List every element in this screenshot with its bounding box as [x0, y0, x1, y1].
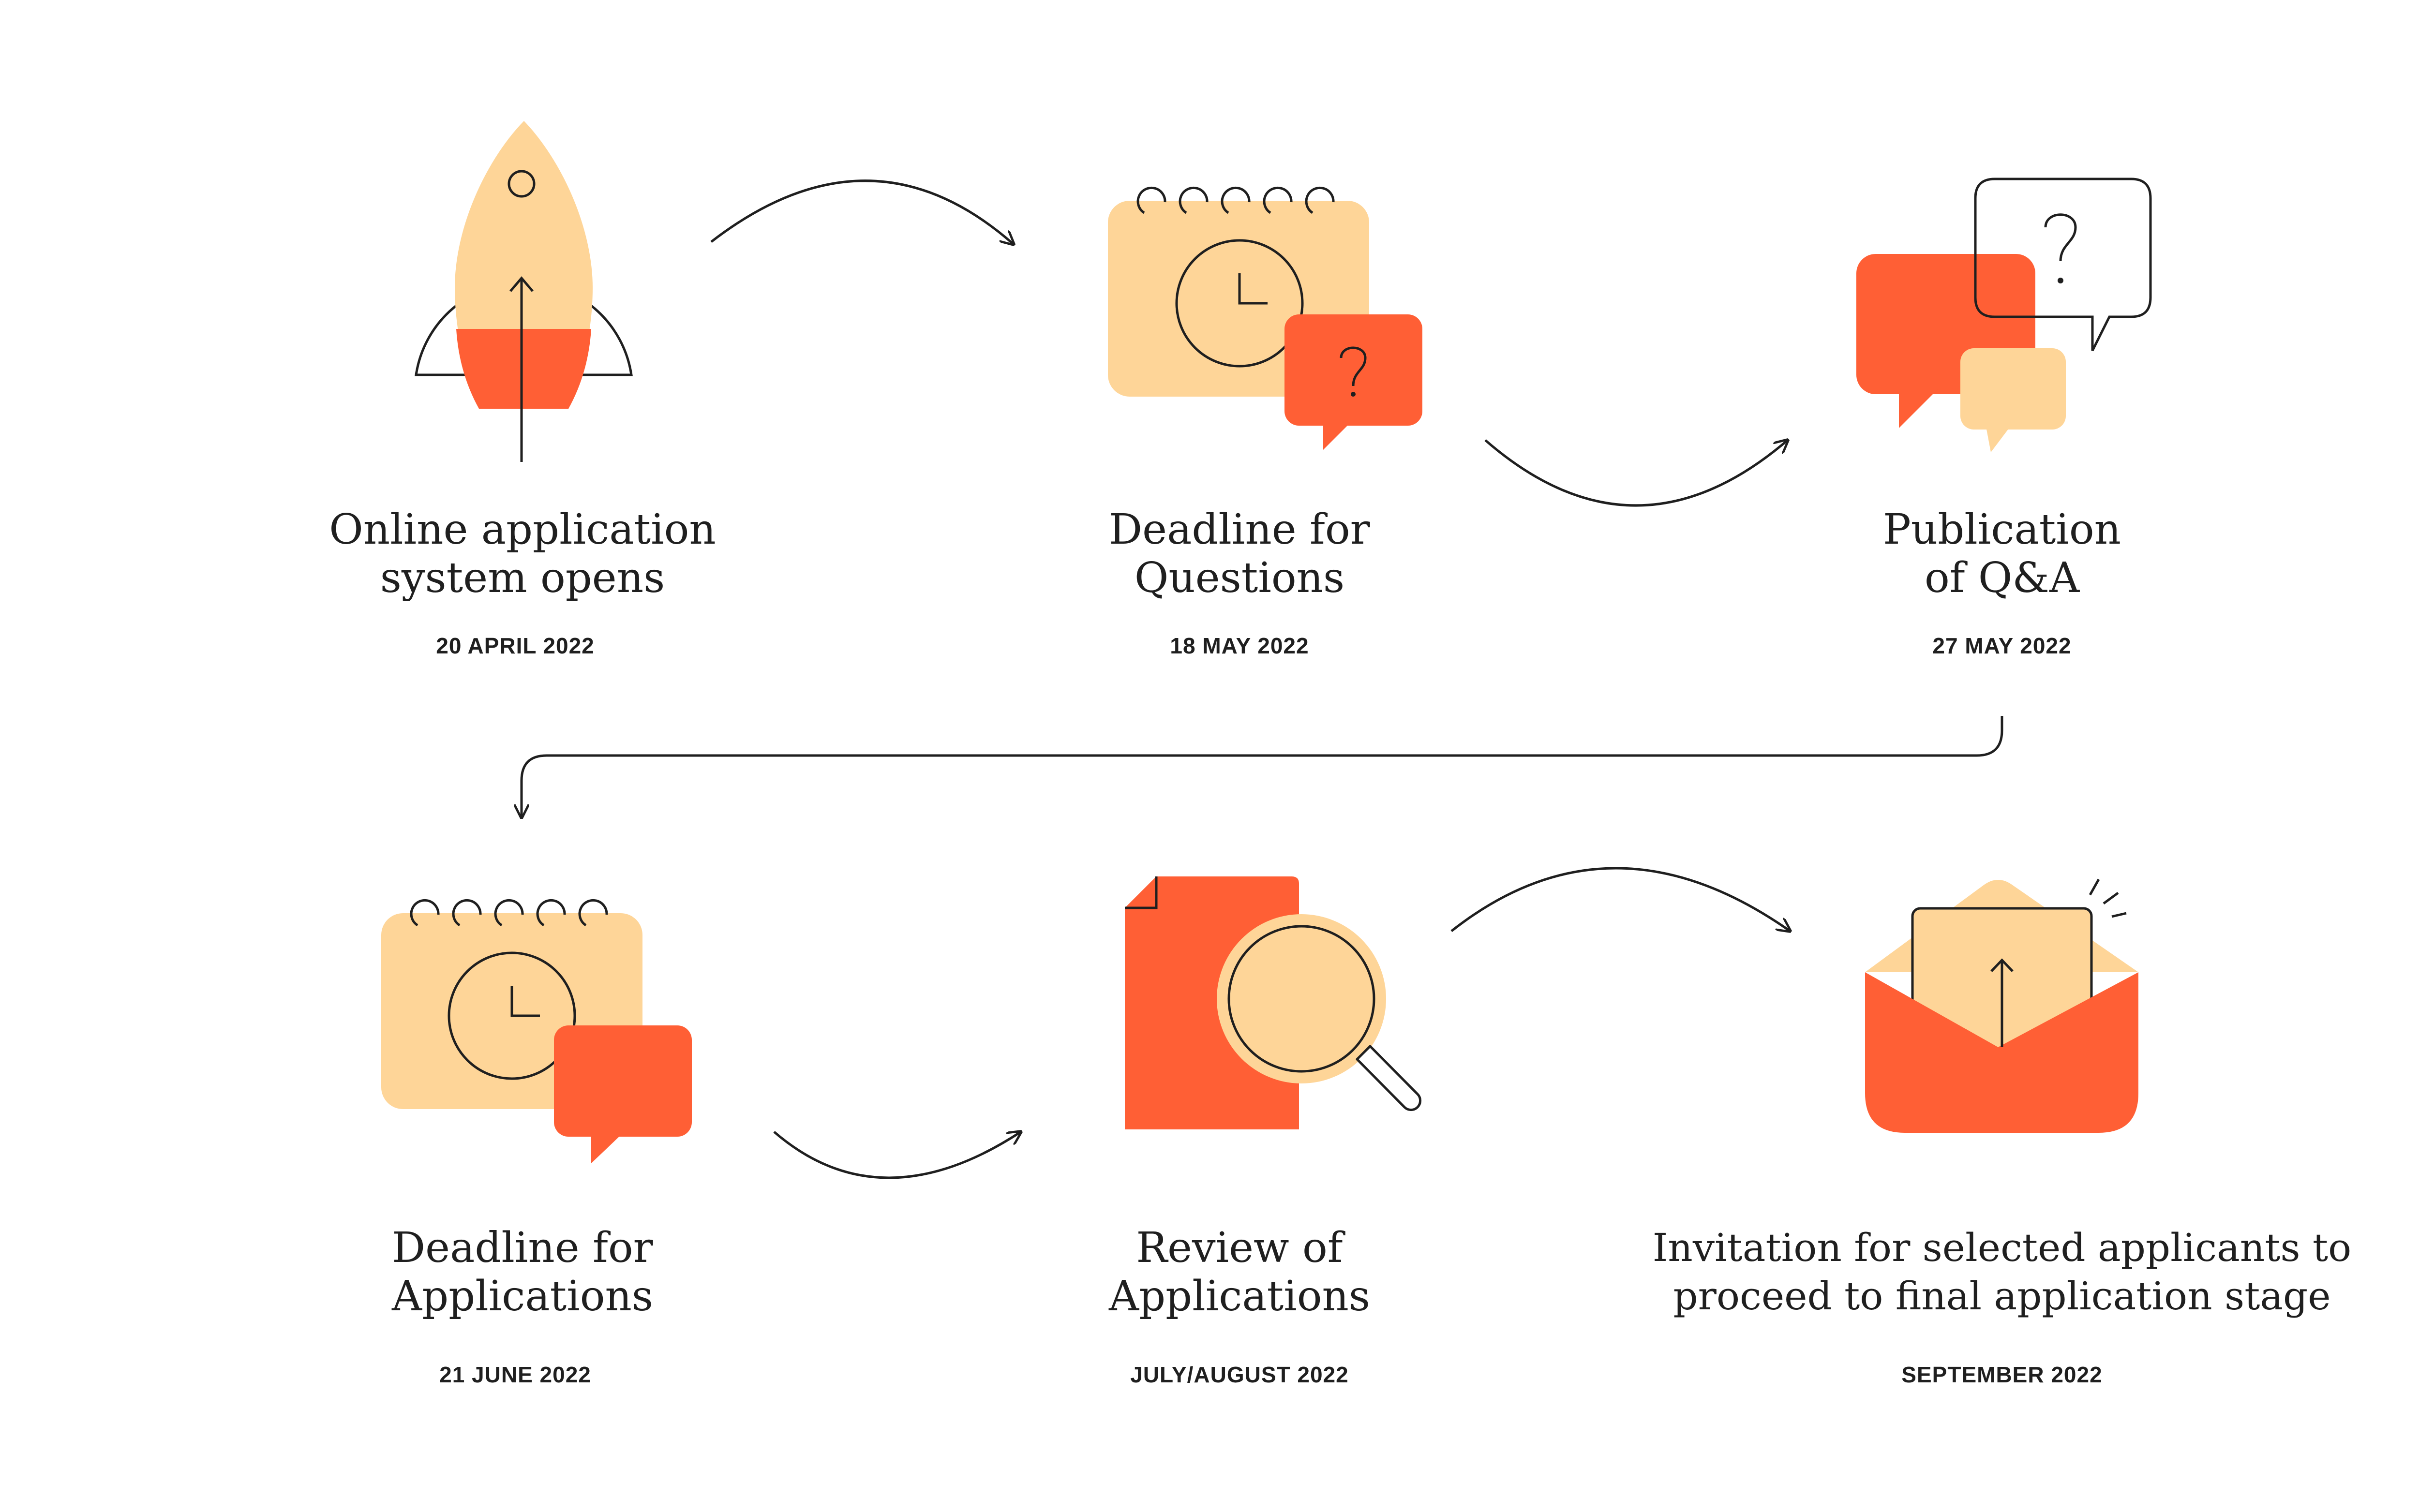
- step-5-date: JULY/AUGUST 2022: [1130, 1362, 1349, 1387]
- arrow-step5-to-step6: [1450, 867, 1790, 931]
- calendar-chat-icon: [381, 899, 692, 1163]
- step-6-date: SEPTEMBER 2022: [1901, 1362, 2103, 1387]
- document-magnifier-icon: [1125, 876, 1422, 1129]
- envelope-icon: [1865, 878, 2138, 1133]
- step-2-date: 18 MAY 2022: [1170, 633, 1309, 658]
- arrow-step2-to-step3: [1484, 440, 1788, 507]
- rocket-icon: [415, 121, 633, 462]
- arrow-step3-to-step4: [522, 716, 2003, 817]
- arrow-step4-to-step5: [773, 1132, 1021, 1179]
- step-1-date: 20 APRIL 2022: [436, 633, 595, 658]
- step-4-date: 21 JUNE 2022: [439, 1362, 591, 1387]
- connector-arrows: [522, 179, 2003, 1179]
- speech-bubbles-icon: [1856, 178, 2152, 452]
- calendar-question-icon: [1108, 186, 1422, 450]
- arrow-step1-to-step2: [710, 179, 1014, 244]
- step-3-date: 27 MAY 2022: [1932, 633, 2072, 658]
